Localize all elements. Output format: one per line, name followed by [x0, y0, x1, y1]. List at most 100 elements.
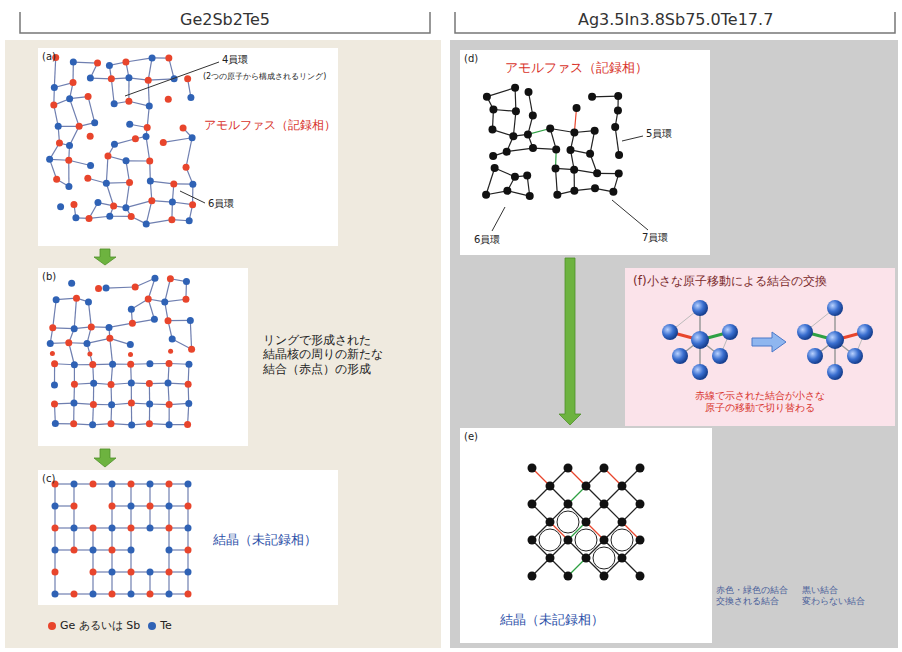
atom	[615, 170, 623, 178]
atom	[103, 180, 110, 187]
atom	[491, 164, 499, 172]
atom	[609, 188, 617, 196]
panel-label: (e)	[464, 431, 478, 443]
leader-lines	[125, 62, 648, 231]
atom	[614, 107, 622, 115]
annotation-text: 7員環	[642, 232, 668, 244]
atom	[546, 554, 555, 563]
atom	[807, 348, 823, 364]
atom	[132, 135, 139, 142]
atom	[106, 335, 113, 342]
atom	[166, 591, 173, 598]
bond	[73, 61, 97, 63]
atom	[87, 162, 94, 169]
atom	[146, 380, 153, 387]
atom	[151, 275, 158, 282]
bond	[486, 168, 495, 195]
atom	[529, 111, 537, 119]
atom	[582, 482, 591, 491]
bond	[128, 78, 129, 101]
atom	[84, 340, 91, 347]
atom	[51, 360, 58, 367]
atom	[847, 348, 863, 364]
atom	[146, 157, 153, 164]
atom	[185, 381, 192, 388]
figure-panel: (e)結晶（未記録相）	[460, 428, 712, 643]
atom	[128, 421, 135, 428]
atom	[636, 536, 645, 545]
atom	[182, 296, 189, 303]
atom	[489, 106, 497, 114]
atom	[128, 547, 135, 554]
bond	[165, 279, 171, 302]
atom	[143, 133, 150, 140]
atom	[692, 300, 708, 316]
bond	[110, 338, 113, 364]
atom	[147, 569, 154, 576]
amorphous-network	[482, 84, 623, 200]
legend-text: Te	[160, 619, 172, 632]
bond	[109, 323, 132, 327]
atom	[85, 298, 92, 305]
note-text: 赤色・緑色の結合 交換される結合	[716, 585, 796, 608]
atom	[128, 213, 135, 220]
atom	[797, 324, 813, 340]
atom	[128, 400, 135, 407]
atom	[109, 591, 116, 598]
atom	[65, 339, 72, 346]
atom	[146, 360, 153, 367]
atom	[95, 285, 102, 292]
atom	[70, 201, 77, 208]
atom	[183, 278, 190, 285]
bond	[190, 320, 191, 349]
atom	[636, 572, 645, 581]
bond	[186, 138, 192, 167]
atom	[826, 331, 844, 349]
atom	[109, 569, 116, 576]
atom	[160, 139, 167, 146]
atom	[180, 124, 187, 131]
atom	[483, 93, 491, 101]
atom	[109, 525, 116, 532]
atom	[189, 134, 196, 141]
atom	[187, 317, 194, 324]
atom	[553, 191, 561, 199]
atom	[185, 481, 192, 488]
atom	[109, 361, 116, 368]
atom	[591, 184, 599, 192]
atom	[691, 331, 709, 349]
atom	[90, 380, 97, 387]
atom	[52, 569, 59, 576]
atom	[488, 126, 496, 134]
atom	[582, 518, 591, 527]
bond	[615, 127, 619, 155]
bond	[106, 287, 135, 288]
atom	[546, 518, 555, 527]
bond	[126, 182, 130, 207]
atom	[185, 525, 192, 532]
bond	[74, 298, 76, 329]
bond	[146, 201, 152, 224]
atom	[567, 146, 575, 154]
atom	[49, 324, 56, 331]
atom	[111, 100, 118, 107]
new-bond-dot	[50, 351, 55, 356]
atom	[109, 503, 116, 510]
atom	[50, 102, 57, 109]
ring	[593, 547, 615, 569]
atom	[132, 284, 139, 291]
atom	[570, 128, 578, 136]
atom	[600, 500, 609, 509]
atom	[128, 569, 135, 576]
atom	[570, 187, 578, 195]
atom	[147, 178, 154, 185]
atom	[108, 401, 115, 408]
atom	[185, 400, 192, 407]
atom	[524, 130, 532, 138]
atom	[528, 572, 537, 581]
atom	[169, 336, 176, 343]
bond	[126, 201, 152, 208]
atom	[503, 187, 511, 195]
atom	[71, 525, 78, 532]
